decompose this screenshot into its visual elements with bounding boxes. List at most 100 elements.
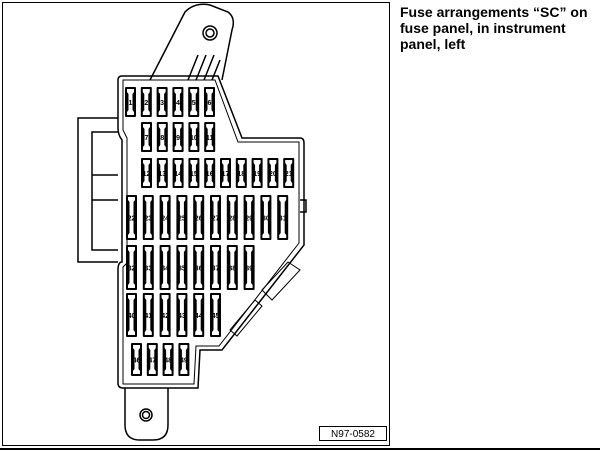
fuse-number: 42 — [161, 313, 169, 320]
fuse-2: 2 — [140, 87, 152, 117]
fuse-17: 17 — [220, 158, 231, 188]
fuse-number: 33 — [144, 266, 152, 273]
fuse-number: 47 — [148, 358, 156, 365]
fuse-number: 17 — [222, 171, 230, 178]
fuse-number: 36 — [195, 266, 203, 273]
fuse-14: 14 — [172, 158, 184, 188]
fuse-number: 32 — [128, 266, 136, 273]
fuse-34: 34 — [159, 245, 171, 290]
fuse-number: 29 — [245, 216, 253, 223]
fuse-number: 20 — [269, 171, 277, 178]
fuse-19: 19 — [251, 158, 263, 188]
fuse-29: 29 — [243, 195, 255, 240]
fuse-32: 32 — [126, 245, 137, 290]
top-mounting-hole — [202, 25, 218, 41]
fuse-20: 20 — [267, 158, 279, 188]
fuse-number: 26 — [195, 216, 203, 223]
fuse-number: 40 — [128, 313, 136, 320]
fuse-number: 3 — [160, 100, 164, 107]
fuse-number: 35 — [178, 266, 186, 273]
fuse-3: 3 — [156, 87, 168, 117]
fuse-number: 25 — [178, 216, 186, 223]
fuse-39: 39 — [243, 245, 255, 290]
fuse-23: 23 — [142, 195, 154, 240]
fuse-47: 47 — [146, 343, 158, 376]
fuse-12: 12 — [141, 158, 152, 188]
fuse-30: 30 — [260, 195, 272, 240]
fuse-18: 18 — [235, 158, 247, 188]
fuse-number: 7 — [145, 135, 149, 142]
fuse-5: 5 — [188, 87, 200, 117]
fuse-number: 6 — [208, 100, 212, 107]
fuse-number: 2 — [144, 100, 148, 107]
bottom-mounting-tab — [124, 388, 169, 441]
fuse-49: 49 — [178, 343, 190, 376]
fuse-number: 27 — [212, 216, 220, 223]
fuse-46: 46 — [131, 343, 142, 376]
fuse-number: 46 — [133, 358, 141, 365]
fuse-number: 38 — [228, 266, 236, 273]
fuse-number: 44 — [195, 313, 203, 320]
fuse-25: 25 — [176, 195, 188, 240]
fuse-number: 13 — [158, 171, 166, 178]
fuse-number: 1 — [129, 100, 133, 107]
fuse-7: 7 — [141, 122, 152, 152]
fuse-number: 4 — [176, 100, 180, 107]
fuse-40: 40 — [126, 293, 137, 337]
bottom-mounting-hole — [139, 408, 153, 422]
fuse-number: 43 — [178, 313, 186, 320]
fuse-number: 39 — [245, 266, 253, 273]
top-mounting-bracket — [149, 3, 235, 81]
fuse-8: 8 — [156, 122, 168, 152]
fuse-number: 16 — [206, 171, 214, 178]
fuse-number: 41 — [144, 313, 152, 320]
fuse-24: 24 — [159, 195, 171, 240]
fuse-27: 27 — [210, 195, 221, 240]
fuse-number: 11 — [206, 135, 214, 142]
fuse-number: 34 — [161, 266, 169, 273]
fuse-42: 42 — [159, 293, 171, 337]
fuse-number: 19 — [253, 171, 261, 178]
fuse-45: 45 — [210, 293, 221, 337]
fuse-26: 26 — [193, 195, 205, 240]
fuse-box-outline — [117, 75, 305, 389]
fuse-number: 14 — [174, 171, 182, 178]
fuse-36: 36 — [193, 245, 205, 290]
fuse-number: 48 — [164, 358, 172, 365]
fuse-number: 45 — [212, 313, 220, 320]
fuse-28: 28 — [226, 195, 238, 240]
fuse-number: 24 — [161, 216, 169, 223]
fuse-41: 41 — [142, 293, 154, 337]
fuse-number: 21 — [285, 171, 293, 178]
fuse-number: 15 — [190, 171, 198, 178]
fuse-number: 10 — [190, 135, 198, 142]
fuse-number: 12 — [143, 171, 151, 178]
fuse-number: 9 — [176, 135, 180, 142]
fuse-35: 35 — [176, 245, 188, 290]
fuse-number: 30 — [262, 216, 270, 223]
fuse-38: 38 — [226, 245, 238, 290]
fuse-9: 9 — [172, 122, 184, 152]
fuse-33: 33 — [142, 245, 154, 290]
fuse-48: 48 — [162, 343, 174, 376]
fuse-13: 13 — [156, 158, 168, 188]
fuse-16: 16 — [204, 158, 216, 188]
fuse-number: 37 — [212, 266, 220, 273]
fuse-number: 22 — [128, 216, 136, 223]
fuse-number: 18 — [237, 171, 245, 178]
fuse-22: 22 — [126, 195, 137, 240]
fuse-15: 15 — [188, 158, 200, 188]
fuse-number: 8 — [160, 135, 164, 142]
left-bracket — [77, 117, 118, 263]
fuse-number: 49 — [180, 358, 188, 365]
fuse-4: 4 — [172, 87, 184, 117]
figure-id-label: N97-0582 — [319, 426, 387, 441]
fuse-number: 28 — [228, 216, 236, 223]
fuse-number: 31 — [279, 216, 287, 223]
caption-title: Fuse arrangements “SC” on fu­se panel, i… — [400, 4, 588, 52]
fuse-31: 31 — [277, 195, 289, 240]
fuse-43: 43 — [176, 293, 188, 337]
fuse-21: 21 — [283, 158, 295, 188]
fuse-44: 44 — [193, 293, 205, 337]
